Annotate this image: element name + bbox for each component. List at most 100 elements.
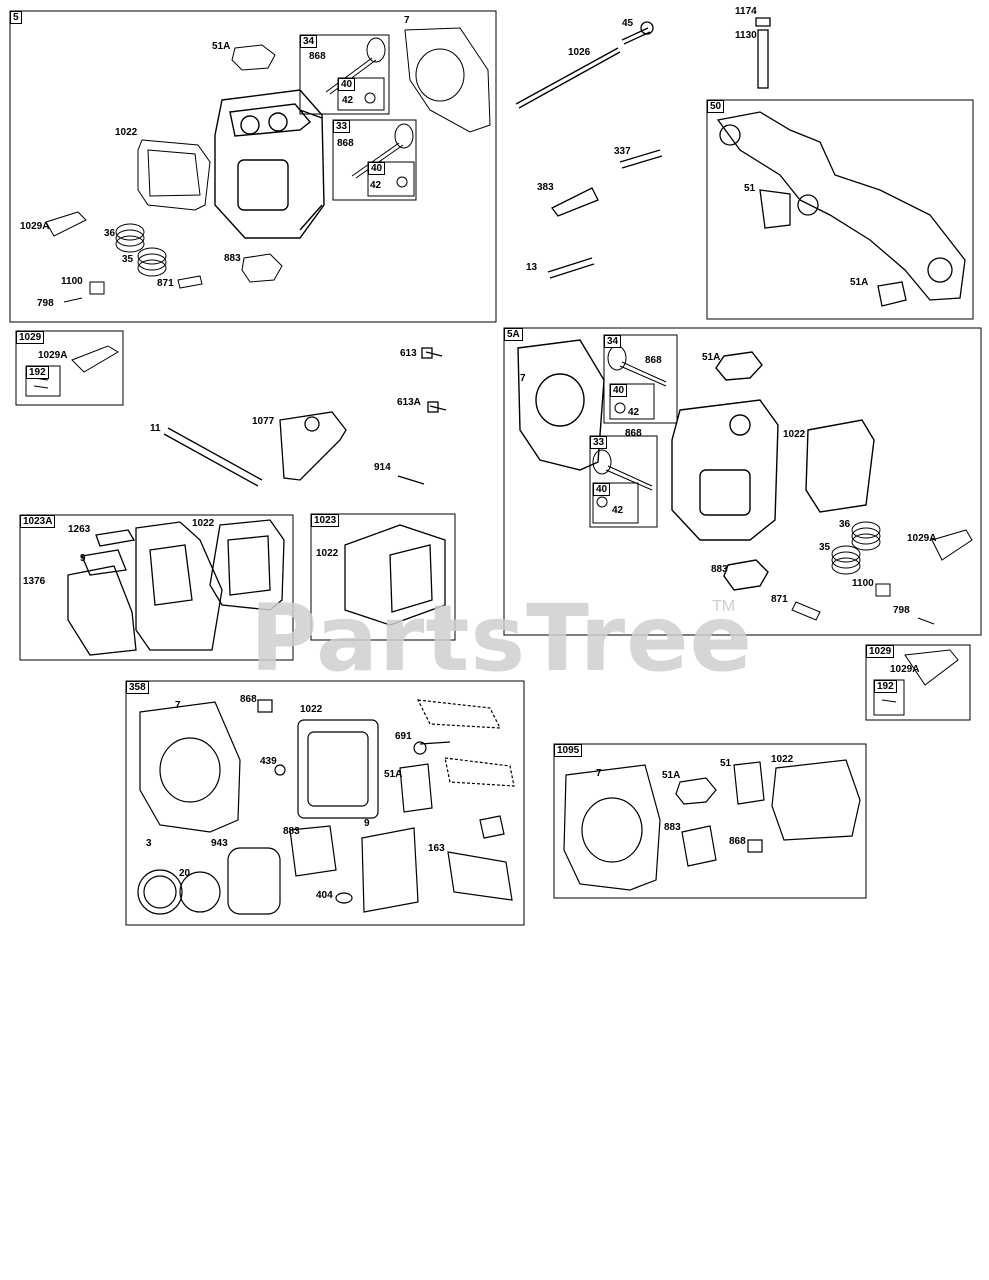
part-label: 871 (771, 594, 788, 605)
group-tag: 1029 (16, 331, 45, 344)
part-label: 36 (839, 519, 851, 530)
group-tag: 34 (604, 335, 622, 348)
frame-5A (503, 327, 982, 636)
part-label: 337 (614, 146, 631, 157)
loose-parts-mid (163, 347, 447, 487)
part-label: 868 (729, 836, 746, 847)
frame-34 (299, 34, 390, 115)
part-label: 9 (364, 818, 370, 829)
part-label: 1174 (735, 6, 757, 17)
part-label: 45 (622, 18, 634, 29)
part-label: 1022 (192, 518, 215, 529)
part-label: 383 (537, 182, 554, 193)
part-label: 798 (893, 605, 910, 616)
part-label: 868 (309, 51, 326, 62)
part-label: 1022 (783, 429, 806, 440)
part-label: 35 (819, 542, 831, 553)
frame-40 (367, 161, 415, 197)
part-label: 798 (37, 298, 54, 309)
frame-1029 (865, 644, 971, 721)
part-label: 51A (702, 352, 721, 363)
part-label: 868 (645, 355, 662, 366)
part-label: 868 (337, 138, 354, 149)
part-label: 883 (711, 564, 728, 575)
part-label: 35 (122, 254, 134, 265)
part-label: 7 (596, 768, 602, 779)
watermark-tm: TM (712, 598, 736, 615)
gasket-kit-358 (137, 699, 515, 915)
part-label: 20 (179, 868, 191, 879)
watermark: PartsTree (250, 585, 753, 692)
group-tag: 1023A (20, 515, 56, 528)
part-label: 1100 (61, 276, 83, 287)
gaskets-5 (137, 27, 491, 283)
part-label: 51A (384, 769, 403, 780)
group-tag: 33 (333, 120, 351, 133)
part-label: 1029A (38, 350, 68, 361)
frame-5 (9, 10, 497, 323)
frame-40 (337, 77, 385, 111)
part-label: 51A (212, 41, 231, 52)
part-label: 1029A (890, 664, 920, 675)
frame-1023 (310, 513, 456, 641)
group-tag: 1095 (554, 744, 583, 757)
part-label: 883 (664, 822, 681, 833)
part-label: 42 (342, 95, 354, 106)
group-tag: 358 (126, 681, 149, 694)
part-label: 871 (157, 278, 174, 289)
part-label: 1376 (23, 576, 46, 587)
frame-40 (592, 482, 639, 524)
part-label: 943 (211, 838, 228, 849)
frame-1023A (19, 514, 294, 661)
group-tag: 192 (26, 366, 49, 379)
group-tag: 5 (10, 11, 22, 24)
rocker-arm-1029 (33, 345, 959, 703)
group-tag: 33 (590, 436, 608, 449)
part-label: 7 (520, 373, 526, 384)
frame-40 (609, 383, 655, 420)
part-label: 1100 (852, 578, 874, 589)
gasket-kit-1095 (563, 759, 861, 891)
valve-cover-1023A (67, 519, 285, 656)
frame-1029 (15, 330, 124, 406)
part-label: 914 (374, 462, 391, 473)
part-label: 51A (850, 277, 869, 288)
part-label: 3 (146, 838, 152, 849)
part-label: 1026 (568, 47, 591, 58)
valves-5A (592, 345, 667, 508)
part-label: 439 (260, 756, 277, 767)
group-tag: 40 (368, 162, 386, 175)
group-tag: 40 (610, 384, 628, 397)
group-tag: 1023 (311, 514, 340, 527)
part-label: 163 (428, 843, 445, 854)
part-label: 42 (628, 407, 640, 418)
frame-1095 (553, 743, 867, 899)
part-label: 9 (80, 553, 86, 564)
part-label: 51 (720, 758, 732, 769)
part-label: 1029A (20, 221, 50, 232)
cylinder-head-5A (517, 339, 875, 591)
part-label: 51A (662, 770, 681, 781)
part-label: 613A (397, 397, 421, 408)
part-label: 1022 (771, 754, 794, 765)
part-label: 36 (104, 228, 116, 239)
intake-manifold (716, 111, 966, 307)
part-label: 883 (224, 253, 241, 264)
part-label: 1022 (115, 127, 138, 138)
part-label: 51 (744, 183, 756, 194)
part-label: 11 (150, 423, 161, 434)
part-label: 13 (526, 262, 538, 273)
part-label: 404 (316, 890, 333, 901)
part-label: 1022 (300, 704, 323, 715)
group-tag: 5A (504, 328, 523, 341)
group-tag: 192 (874, 680, 897, 693)
cylinder-head (214, 89, 325, 239)
part-label: 1077 (252, 416, 275, 427)
part-label: 868 (625, 428, 642, 439)
group-tag: 34 (300, 35, 318, 48)
frame-33 (332, 119, 417, 201)
part-label: 42 (370, 180, 382, 191)
part-label: 1029A (907, 533, 937, 544)
